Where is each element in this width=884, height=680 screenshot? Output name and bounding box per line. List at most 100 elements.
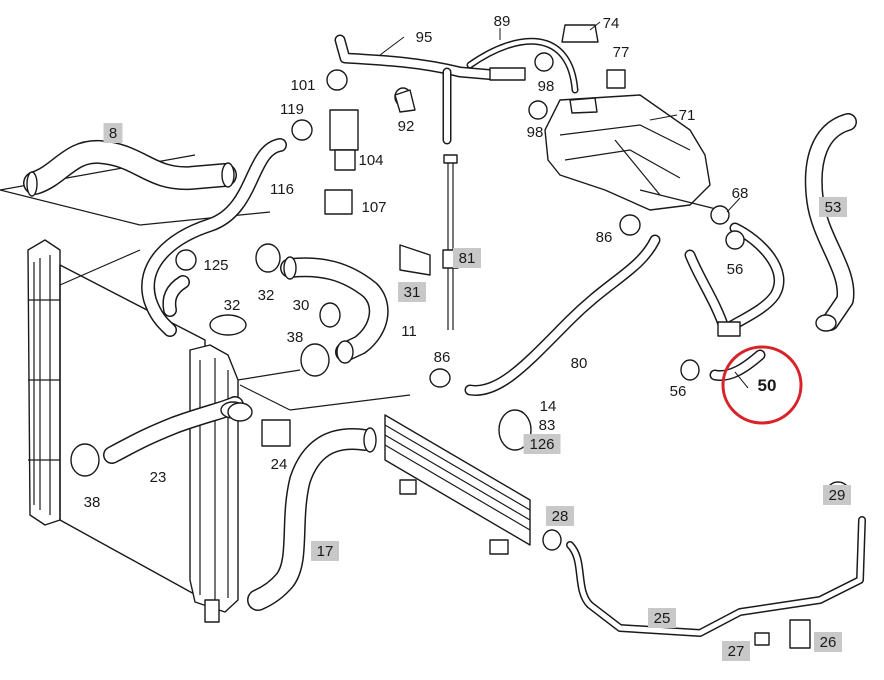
callout-label: 81 [459,250,476,267]
callout-53: 53 [819,197,847,217]
callout-label: 83 [539,417,556,434]
callout-label: 80 [571,355,588,372]
highlight-50: 50 [721,345,803,425]
hose-68 [684,222,785,337]
callout-86: 86 [434,349,451,366]
callout-27: 27 [722,641,750,661]
callout-box [546,506,574,526]
callout-label: 8 [109,125,117,142]
callout-101: 101 [290,77,315,94]
callout-38: 38 [84,494,101,511]
callout-label: 28 [552,508,569,525]
callout-label: 14 [540,398,557,415]
callout-label: 98 [538,78,555,95]
callout-label: 77 [613,44,630,61]
callout-label: 27 [728,643,745,660]
callout-label: 74 [603,15,620,32]
callout-81: 81 [453,248,481,268]
callout-label: 92 [398,118,415,135]
callout-116: 116 [270,181,294,198]
callout-box [453,248,481,268]
callout-label: 56 [670,383,687,400]
callout-label: 116 [270,181,294,198]
dipstick-81 [442,154,459,330]
hose-89 [466,37,579,94]
callout-14: 14 [540,398,557,415]
callout-label: 119 [280,101,304,118]
callout-label: 32 [258,287,275,304]
callout-25: 25 [648,608,676,628]
callout-box [722,641,750,661]
oil-cooler [384,414,531,555]
callout-50: 50 [758,376,777,395]
callout-86: 86 [596,229,613,246]
callout-label: 86 [434,349,451,366]
cooler-line-25 [566,516,866,649]
callout-11: 11 [401,323,417,340]
callout-label: 89 [494,13,511,30]
callout-125: 125 [203,257,228,274]
callout-label: 38 [84,494,101,511]
callout-32: 32 [258,287,275,304]
callout-29: 29 [823,485,851,505]
hose-11 [280,256,389,364]
callout-83: 83 [539,417,556,434]
callout-label: 56 [727,261,744,278]
callout-32: 32 [224,297,241,314]
callout-box [103,123,123,143]
callout-box [648,608,676,628]
hose-8 [23,139,237,197]
callout-8: 8 [103,123,123,143]
callout-label: 125 [203,257,228,274]
callout-28: 28 [546,506,574,526]
callout-label: 71 [679,107,696,124]
hose-17 [247,427,377,611]
callouts: 8 95 89 74 77 71 101 119 92 98 98 104 116 107 68 53 86 12… [84,13,851,661]
callout-80: 80 [571,355,588,372]
callout-label: 17 [317,543,334,560]
callout-box [823,485,851,505]
callout-box [311,541,339,561]
callout-label: 11 [401,323,417,340]
callout-label: 38 [287,329,304,346]
hose-80 [464,234,661,396]
callout-74: 74 [603,15,620,32]
callout-56: 56 [727,261,744,278]
callout-17: 17 [311,541,339,561]
callout-label: 68 [732,185,749,202]
callout-label: 98 [527,124,544,141]
callout-38: 38 [287,329,304,346]
hose-53 [804,113,857,332]
callout-label: 126 [529,436,554,453]
callout-95: 95 [416,29,433,46]
callout-119: 119 [280,101,304,118]
callout-box [523,434,561,454]
callout-104: 104 [358,152,383,169]
callout-label: 26 [820,634,837,651]
callout-30: 30 [293,297,310,314]
callout-56: 56 [670,383,687,400]
callout-box [819,197,847,217]
callout-26: 26 [814,632,842,652]
callout-126: 126 [523,434,561,454]
callout-31: 31 [398,282,426,302]
callout-label: 29 [829,487,846,504]
callout-label: 104 [358,152,383,169]
callout-box [398,282,426,302]
hose-116 [141,138,287,337]
callout-92: 92 [398,118,415,135]
hose-50 [709,349,766,382]
callout-98: 98 [538,78,555,95]
expansion-tank-71 [544,24,721,211]
callout-label: 32 [224,297,241,314]
callout-label: 53 [825,199,842,216]
callout-107: 107 [361,199,386,216]
callout-box [814,632,842,652]
callout-label: 25 [654,610,671,627]
small-parts [70,52,850,551]
callout-label: 107 [361,199,386,216]
callout-label: 30 [293,297,310,314]
callout-68: 68 [732,185,749,202]
hose-95 [334,34,501,145]
